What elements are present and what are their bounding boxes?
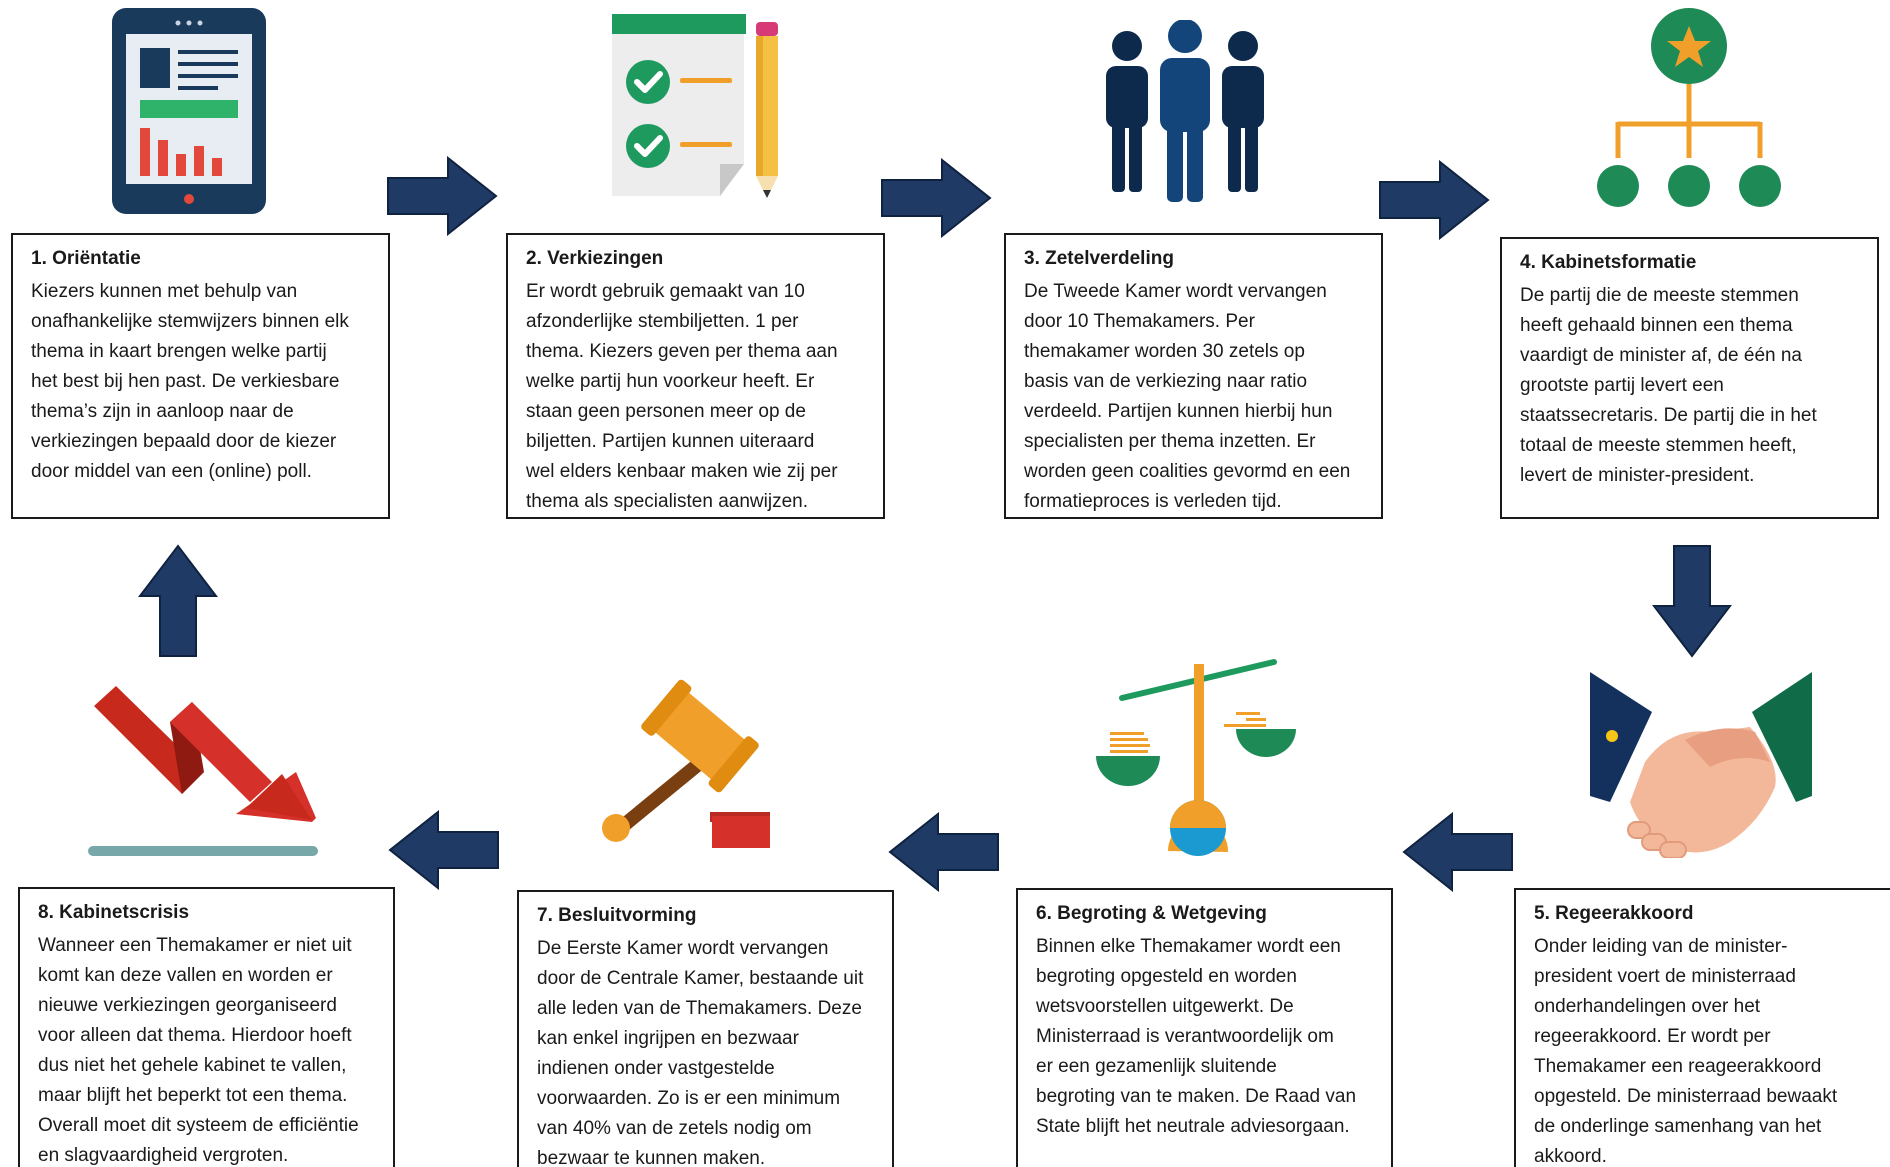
step-title: 8. Kabinetscrisis [38, 902, 190, 923]
step-box-begroting-wetgeving: 6. Begroting & Wetgeving Binnen elke The… [1016, 888, 1393, 1167]
step-box-verkiezingen: 2. Verkiezingen Er wordt gebruik gemaakt… [506, 233, 885, 519]
step-title: 3. Zetelverdeling [1024, 248, 1174, 269]
step-title: 2. Verkiezingen [526, 248, 664, 269]
arrow-down-icon [1652, 545, 1732, 658]
step-text: Binnen elke Themakamer wordt een begroti… [1036, 936, 1357, 1137]
arrow-left-icon [1402, 812, 1513, 892]
step-text: De partij die de meeste stemmen heeft ge… [1520, 285, 1817, 486]
ballot-checklist-icon [612, 14, 778, 198]
arrow-right-icon [881, 158, 992, 238]
step-title: 4. Kabinetsformatie [1520, 252, 1697, 273]
tablet-chart-icon [112, 8, 266, 214]
arrow-right-icon [387, 156, 498, 236]
step-text: De Tweede Kamer wordt vervangen door 10 … [1024, 281, 1351, 512]
handshake-icon [1590, 672, 1812, 858]
step-text: Wanneer een Themakamer er niet uit komt … [38, 935, 359, 1166]
arrow-left-icon [388, 810, 499, 890]
people-group-icon [1106, 20, 1264, 202]
gavel-icon [602, 679, 770, 848]
arrow-left-icon [888, 812, 999, 892]
step-box-kabinetsformatie: 4. Kabinetsformatie De partij die de mee… [1500, 237, 1879, 519]
step-box-zetelverdeling: 3. Zetelverdeling De Tweede Kamer wordt … [1004, 233, 1383, 519]
step-title: 5. Regeerakkoord [1534, 903, 1694, 924]
arrow-up-icon [138, 544, 218, 657]
step-text: De Eerste Kamer wordt vervangen door de … [537, 938, 864, 1167]
step-box-regeerakkoord: 5. Regeerakkoord Onder leiding van de mi… [1514, 888, 1890, 1167]
step-text: Er wordt gebruik gemaakt van 10 afzonder… [526, 281, 838, 512]
step-text: Onder leiding van de minister- president… [1534, 936, 1838, 1167]
falling-arrow-icon [88, 686, 318, 856]
step-box-kabinetscrisis: 8. Kabinetscrisis Wanneer een Themakamer… [18, 887, 395, 1167]
org-chart-star-icon [1597, 8, 1781, 207]
step-text: Kiezers kunnen met behulp van onafhankel… [31, 281, 349, 482]
step-title: 6. Begroting & Wetgeving [1036, 903, 1267, 924]
arrow-right-icon [1379, 160, 1490, 240]
balance-scale-icon [1096, 659, 1296, 856]
step-box-besluitvorming: 7. Besluitvorming De Eerste Kamer wordt … [517, 890, 894, 1167]
step-box-orientatie: 1. Oriëntatie Kiezers kunnen met behulp … [11, 233, 390, 519]
step-title: 7. Besluitvorming [537, 905, 697, 926]
step-title: 1. Oriëntatie [31, 248, 141, 269]
